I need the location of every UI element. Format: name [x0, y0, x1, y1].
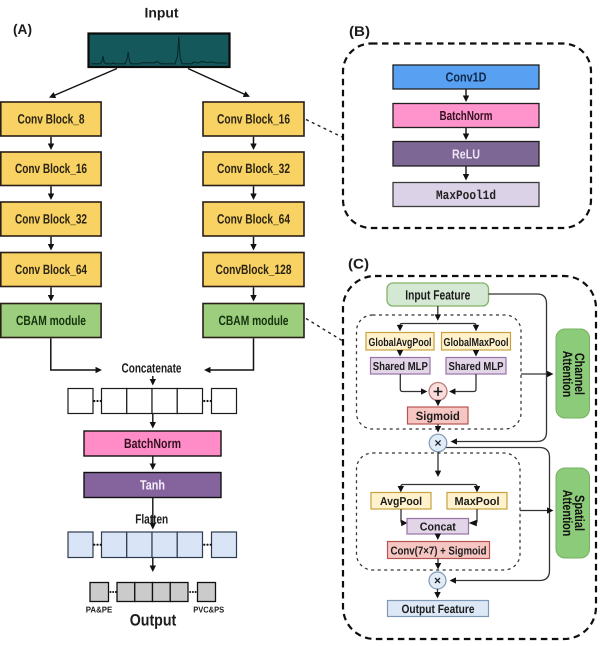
svg-text:Input Feature: Input Feature — [405, 287, 470, 302]
svg-text:BatchNorm: BatchNorm — [124, 436, 181, 451]
svg-text:MaxPool: MaxPool — [455, 496, 500, 508]
svg-text:ConvBlock_128: ConvBlock_128 — [216, 262, 292, 277]
svg-text:Sigmoid: Sigmoid — [416, 409, 460, 423]
svg-text:Conv Block_16: Conv Block_16 — [217, 112, 290, 127]
svg-text:GlobalMaxPool: GlobalMaxPool — [444, 337, 509, 349]
svg-text:Conv Block_32: Conv Block_32 — [15, 212, 87, 227]
svg-text:ChannelAttention: ChannelAttention — [560, 351, 587, 398]
svg-text:PVC&PS: PVC&PS — [193, 605, 224, 615]
svg-text:Conv1D: Conv1D — [446, 70, 487, 85]
svg-text:ReLU: ReLU — [452, 147, 480, 162]
svg-text:AvgPool: AvgPool — [380, 496, 422, 508]
svg-text:Shared MLP: Shared MLP — [449, 361, 504, 373]
svg-text:BatchNorm: BatchNorm — [440, 108, 493, 123]
svg-text:GlobalAvgPool: GlobalAvgPool — [369, 337, 432, 349]
svg-text:CBAM module: CBAM module — [219, 313, 289, 328]
svg-text:PA&PE: PA&PE — [86, 605, 113, 615]
svg-text:Tanh: Tanh — [140, 478, 165, 493]
svg-text:Input: Input — [145, 5, 179, 21]
svg-text:Conv Block_8: Conv Block_8 — [18, 112, 85, 127]
svg-text:(B): (B) — [349, 23, 370, 39]
svg-text:Shared MLP: Shared MLP — [373, 361, 428, 373]
svg-text:(C): (C) — [348, 256, 369, 272]
svg-text:(A): (A) — [13, 21, 32, 37]
svg-text:Flatten: Flatten — [135, 512, 168, 527]
svg-text:Conv Block_64: Conv Block_64 — [15, 262, 87, 277]
svg-text:MaxPool1d: MaxPool1d — [436, 188, 496, 203]
svg-text:CBAM module: CBAM module — [16, 313, 86, 328]
svg-text:Concat: Concat — [420, 522, 456, 534]
svg-text:Output Feature: Output Feature — [402, 602, 475, 616]
svg-text:Conv Block_64: Conv Block_64 — [217, 212, 290, 227]
svg-text:Output: Output — [130, 612, 177, 630]
svg-text:Conv(7×7) + Sigmoid: Conv(7×7) + Sigmoid — [391, 546, 487, 558]
svg-text:SpatialAttention: SpatialAttention — [560, 490, 587, 537]
svg-text:Concatenate: Concatenate — [122, 361, 182, 376]
svg-text:Conv Block_32: Conv Block_32 — [217, 161, 290, 176]
svg-text:Conv Block_16: Conv Block_16 — [15, 161, 87, 176]
